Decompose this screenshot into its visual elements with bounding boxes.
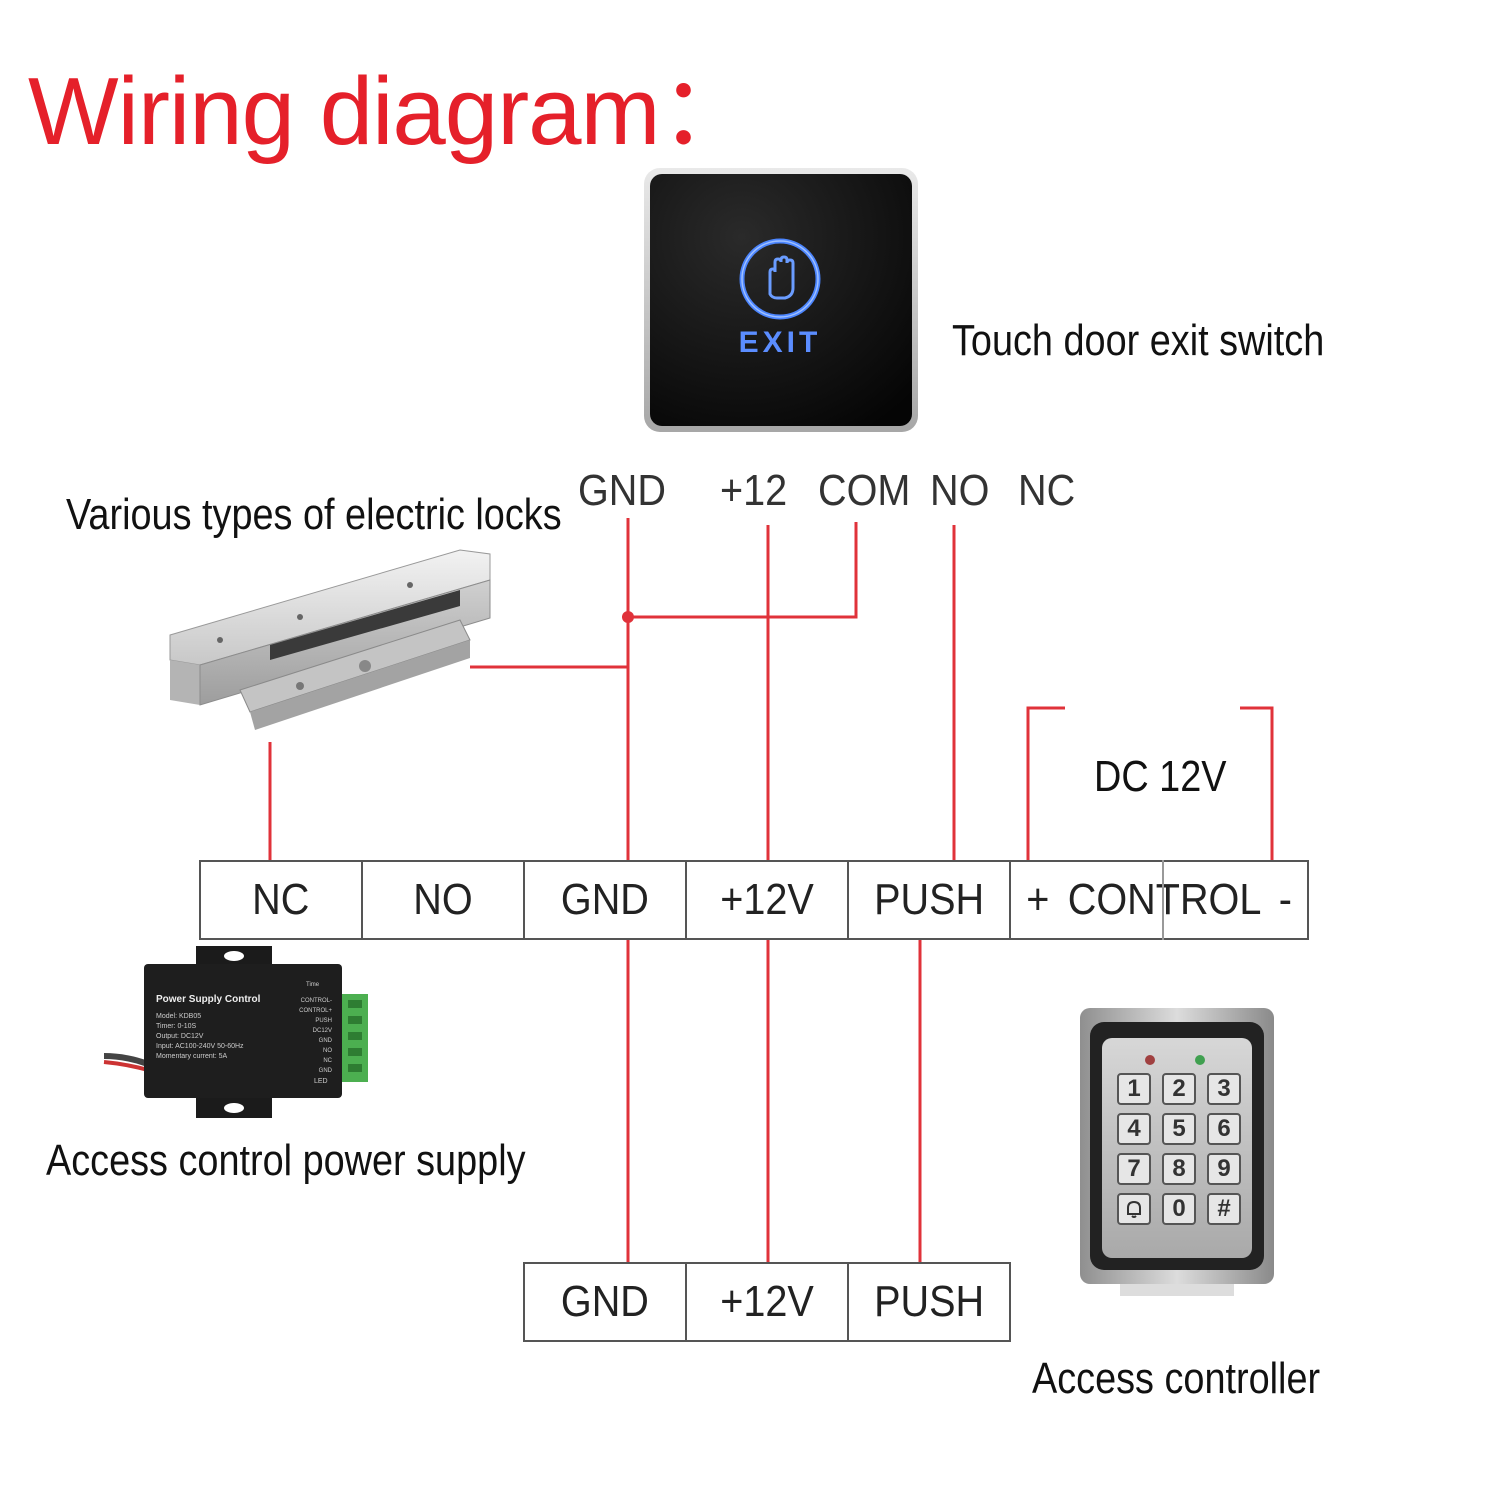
exit-switch — [644, 168, 918, 432]
bell-icon — [1117, 1193, 1151, 1225]
psu-led-label: LED — [314, 1078, 328, 1085]
ps-terminal-12v: +12V — [685, 860, 849, 940]
wire-dc-minus — [1240, 706, 1274, 862]
key-7: 7 — [1117, 1153, 1151, 1185]
key-5: 5 — [1162, 1113, 1196, 1145]
ctrl-terminal-12v: +12V — [685, 1262, 849, 1342]
psu-pin-control-plus: CONTROL+ — [299, 1008, 332, 1014]
page-title: Wiring diagram： — [28, 58, 756, 165]
switch-terminal-12: +12 — [720, 466, 788, 515]
control-label: CONTROL — [1067, 875, 1262, 924]
psu-spec-output: Output: DC12V — [156, 1033, 204, 1040]
switch-terminal-no: NO — [930, 466, 990, 515]
key-1: 1 — [1117, 1073, 1151, 1105]
psu-spec-input: Input: AC100-240V 50-60Hz — [156, 1043, 244, 1050]
psu-pin-nc: NC — [323, 1058, 332, 1064]
power-supply-label: Access control power supply — [46, 1136, 526, 1185]
psu-pin-no: NO — [323, 1048, 332, 1054]
exit-text: EXIT — [738, 326, 822, 359]
ps-terminal-push: PUSH — [847, 860, 1011, 940]
ps-terminal-nc: NC — [199, 860, 363, 940]
wire-com — [628, 522, 858, 619]
key-2: 2 — [1162, 1073, 1196, 1105]
wire-dc-plus — [1026, 706, 1065, 862]
dc-12v-label: DC 12V — [1094, 752, 1227, 801]
psu-pin-control-minus: CONTROL- — [300, 998, 332, 1004]
key-8: 8 — [1162, 1153, 1196, 1185]
key-4: 4 — [1117, 1113, 1151, 1145]
key-9: 9 — [1207, 1153, 1241, 1185]
switch-terminal-nc: NC — [1018, 466, 1076, 515]
psu-spec-model: Model: KDB05 — [156, 1013, 202, 1020]
ps-terminal-no: NO — [361, 860, 525, 940]
psu-pin-labels: CONTROL- CONTROL+ PUSH DC12V GND NO NC G… — [286, 996, 332, 1076]
psu-pin-gnd: GND — [318, 1038, 332, 1044]
psu-timer-label: Time — [306, 982, 320, 988]
psu-pin-push: PUSH — [315, 1018, 332, 1024]
ps-terminal-gnd: GND — [523, 860, 687, 940]
psu-spec-timer: Timer: 0-10S — [156, 1023, 197, 1030]
power-supply-device — [96, 944, 376, 1124]
ps-terminal-control: + CONTROL - — [1009, 860, 1309, 940]
magnetic-lock-image — [160, 540, 500, 740]
psu-title: Power Supply Control — [156, 994, 261, 1005]
key-hash: # — [1207, 1193, 1241, 1225]
controller-label: Access controller — [1032, 1354, 1321, 1403]
psu-specs: Model: KDB05 Timer: 0-10S Output: DC12V … — [156, 1012, 244, 1062]
hand-icon — [737, 236, 823, 322]
ctrl-terminal-push: PUSH — [847, 1262, 1011, 1342]
psu-pin-gnd2: GND — [318, 1068, 332, 1074]
lock-label: Various types of electric locks — [66, 490, 562, 539]
psu-spec-current: Momentary current: 5A — [156, 1053, 228, 1060]
switch-terminal-com: COM — [818, 466, 911, 515]
exit-switch-label: Touch door exit switch — [952, 316, 1325, 365]
control-divider — [1162, 860, 1164, 940]
key-6: 6 — [1207, 1113, 1241, 1145]
key-3: 3 — [1207, 1073, 1241, 1105]
switch-terminal-gnd: GND — [578, 466, 667, 515]
psu-pin-dc12v: DC12V — [312, 1028, 332, 1034]
ctrl-terminal-gnd: GND — [523, 1262, 687, 1342]
control-minus: - — [1279, 875, 1293, 924]
key-0: 0 — [1162, 1193, 1196, 1225]
keypad: 1 2 3 4 5 6 7 8 9 0 # — [1117, 1073, 1241, 1225]
control-plus: + — [1026, 875, 1050, 924]
junction-dot — [622, 611, 634, 623]
